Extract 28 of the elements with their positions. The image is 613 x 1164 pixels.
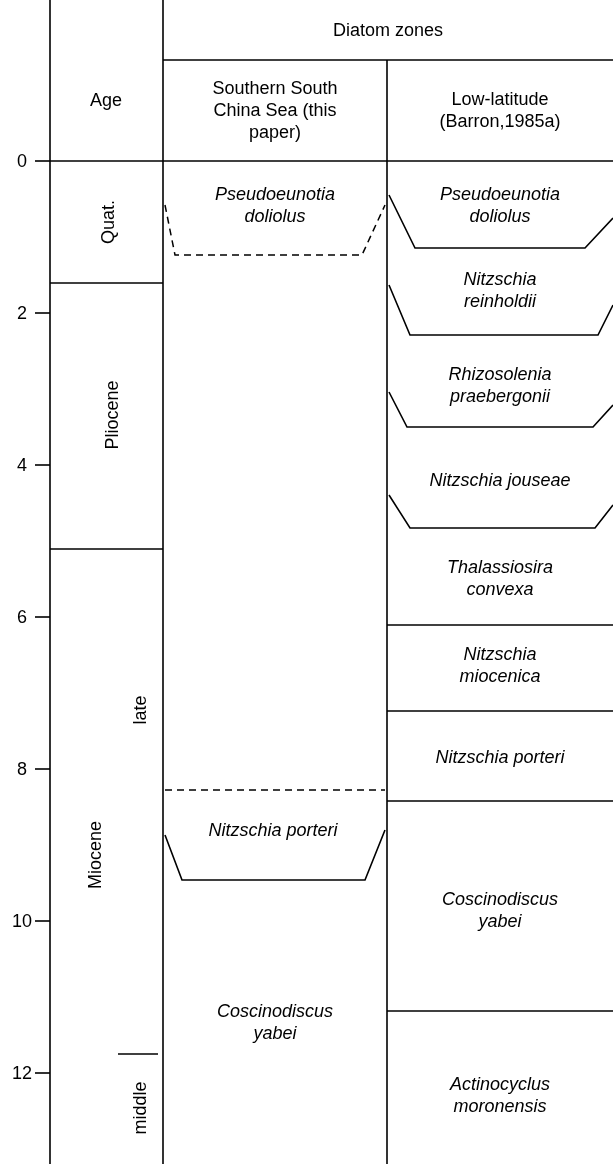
age-tick-label: 4: [17, 454, 27, 476]
subepoch-label: middle: [129, 1081, 151, 1135]
age-tick-label: 8: [17, 758, 27, 780]
zone-name: Pseudoeunotia doliolus: [200, 183, 350, 227]
column-header: Diatom zones: [168, 19, 608, 41]
zone-name: Actinocyclus moronensis: [425, 1073, 575, 1117]
age-tick-label: 2: [17, 302, 27, 324]
zone-name: Rhizosolenia praebergonii: [425, 363, 575, 407]
epoch-label: Pliocene: [101, 380, 123, 450]
zone-name: Coscinodiscus yabei: [200, 1000, 350, 1044]
zone-name: Nitzschia jouseae: [395, 469, 605, 491]
epoch-label: Miocene: [84, 821, 106, 889]
column-header: Southern South China Sea (this paper): [200, 77, 350, 143]
age-tick-label: 10: [12, 910, 32, 932]
zone-name: Nitzschia miocenica: [425, 643, 575, 687]
column-header: Age: [56, 89, 156, 111]
epoch-label: Quat.: [97, 200, 119, 244]
zone-name: Coscinodiscus yabei: [425, 888, 575, 932]
zone-name: Thalassiosira convexa: [425, 556, 575, 600]
subepoch-label: late: [129, 695, 151, 725]
zone-name: Pseudoeunotia doliolus: [425, 183, 575, 227]
age-tick-label: 0: [17, 150, 27, 172]
zone-name: Nitzschia porteri: [395, 746, 605, 768]
zone-name: Nitzschia reinholdii: [425, 268, 575, 312]
column-header: Low-latitude (Barron,1985a): [410, 88, 590, 132]
zone-name: Nitzschia porteri: [168, 819, 378, 841]
age-tick-label: 12: [12, 1062, 32, 1084]
age-tick-label: 6: [17, 606, 27, 628]
